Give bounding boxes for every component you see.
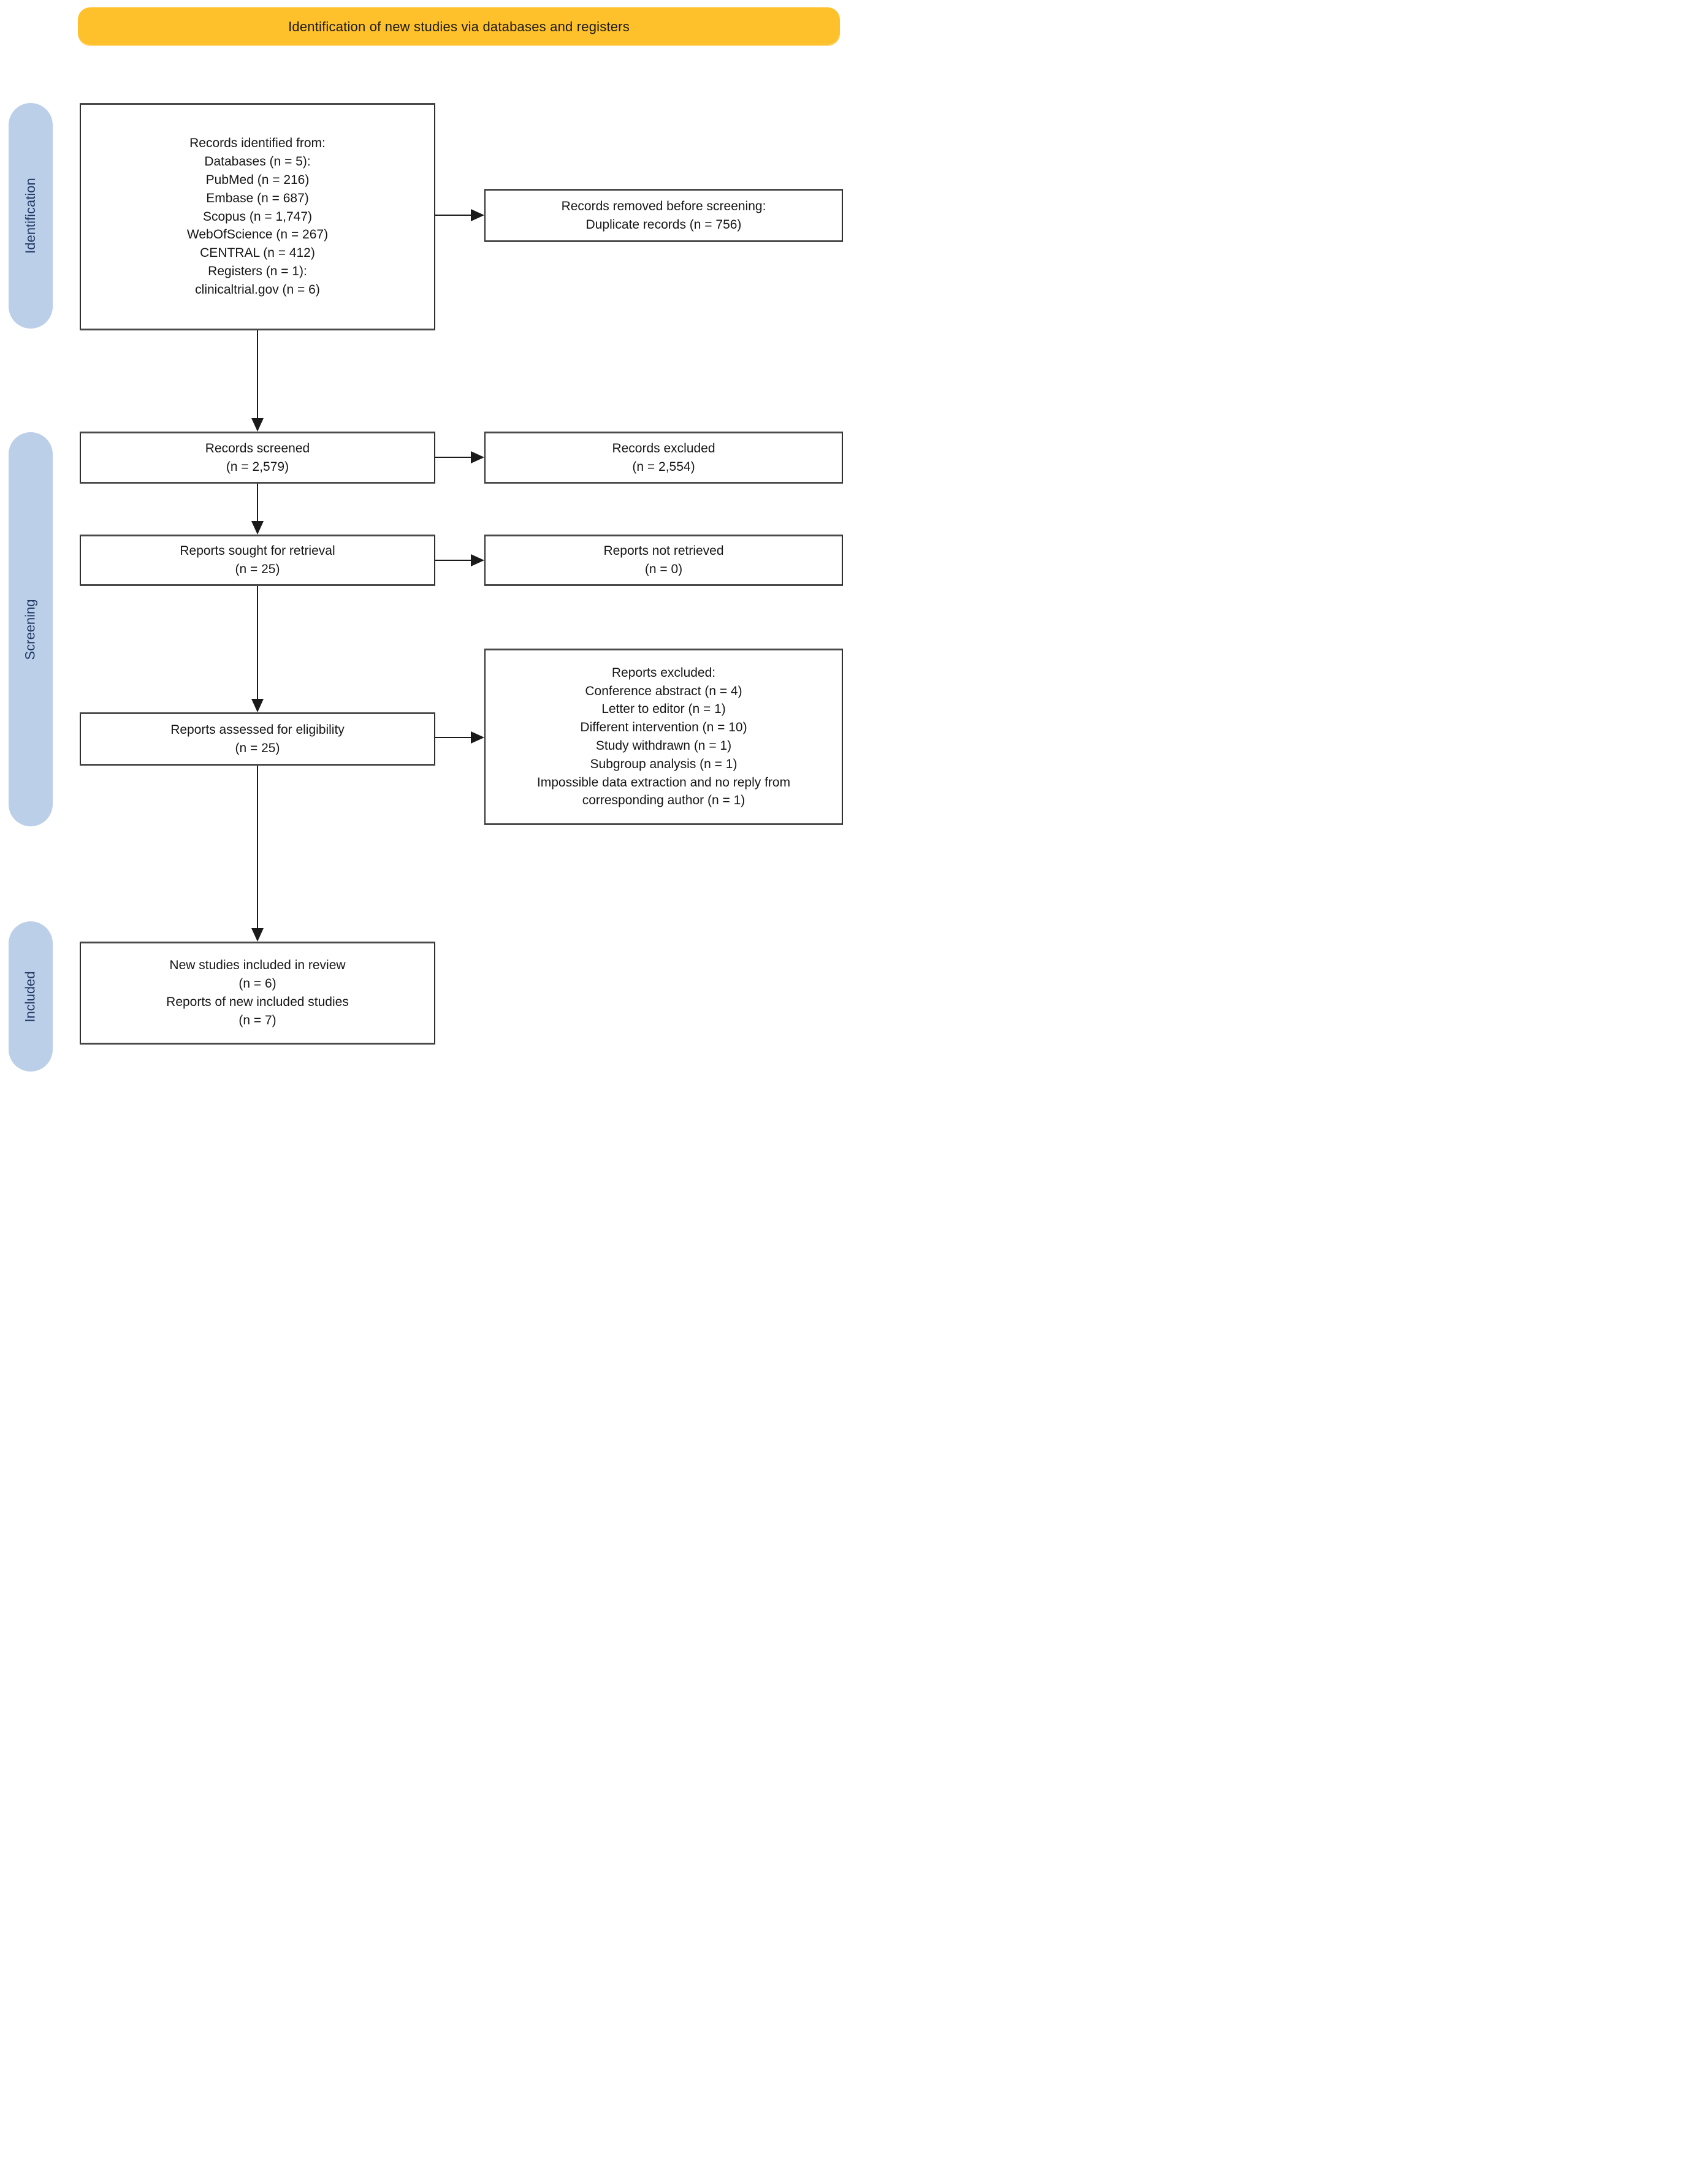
- box-reports-not-retrieved: Reports not retrieved (n = 0): [484, 535, 843, 586]
- stage-label-screening-text: Screening: [23, 598, 39, 660]
- box-reports-assessed: Reports assessed for eligibility (n = 25…: [80, 712, 435, 766]
- banner-title: Identification of new studies via databa…: [288, 18, 630, 34]
- box-line: CENTRAL (n = 412): [200, 246, 315, 261]
- stage-label-identification-text: Identification: [23, 178, 38, 254]
- box-line: Letter to editor (n = 1): [601, 702, 726, 717]
- box-new-studies-included: New studies included in review (n = 6) R…: [80, 942, 435, 1045]
- box-line: Impossible data extraction and no reply …: [536, 775, 791, 808]
- box-line: Reports sought for retrieval: [180, 544, 335, 558]
- box-line: Records identified from:: [189, 136, 326, 151]
- stage-label-included: Included: [9, 921, 53, 1072]
- box-reports-excluded: Reports excluded: Conference abstract (n…: [484, 649, 843, 825]
- box-line: Reports not retrieved: [603, 544, 724, 558]
- box-line: (n = 25): [235, 741, 280, 755]
- box-line: (n = 0): [644, 562, 683, 576]
- box-line: Subgroup analysis (n = 1): [590, 756, 738, 771]
- box-line: Different intervention (n = 10): [580, 720, 747, 735]
- stage-label-identification: Identification: [9, 103, 53, 329]
- box-line: PubMed (n = 216): [205, 172, 310, 187]
- box-line: (n = 2,554): [632, 459, 695, 474]
- box-line: (n = 2,579): [226, 459, 289, 474]
- box-line: clinicaltrial.gov (n = 6): [195, 282, 320, 297]
- box-line: Reports of new included studies: [166, 995, 349, 1009]
- box-line: (n = 6): [238, 977, 276, 991]
- box-records-identified: Records identified from: Databases (n = …: [80, 103, 435, 330]
- box-reports-sought: Reports sought for retrieval (n = 25): [80, 535, 435, 586]
- box-line: Conference abstract (n = 4): [585, 684, 742, 698]
- box-line: (n = 25): [235, 562, 280, 576]
- box-line: (n = 7): [238, 1013, 276, 1027]
- box-line: Reports assessed for eligibility: [170, 722, 345, 737]
- box-line: Reports excluded:: [611, 665, 716, 680]
- box-line: Records screened: [205, 441, 310, 455]
- box-line: Study withdrawn (n = 1): [595, 739, 732, 753]
- box-line: Registers (n = 1):: [208, 264, 307, 279]
- box-records-removed: Records removed before screening: Duplic…: [484, 189, 843, 242]
- box-line: Records excluded: [612, 441, 715, 455]
- box-line: Records removed before screening:: [561, 199, 766, 213]
- box-line: Scopus (n = 1,747): [202, 209, 313, 224]
- box-line: WebOfScience (n = 267): [186, 227, 329, 242]
- box-line: Databases (n = 5):: [204, 154, 311, 169]
- banner: Identification of new studies via databa…: [78, 7, 840, 46]
- prisma-flow-diagram: Identification of new studies via databa…: [0, 0, 854, 1084]
- stage-label-included-text: Included: [23, 970, 38, 1023]
- box-line: Embase (n = 687): [206, 191, 309, 205]
- stage-label-screening: Screening: [9, 432, 53, 826]
- box-records-screened: Records screened (n = 2,579): [80, 432, 435, 484]
- box-line: Duplicate records (n = 756): [585, 217, 742, 232]
- box-records-excluded: Records excluded (n = 2,554): [484, 432, 843, 484]
- box-line: New studies included in review: [169, 958, 346, 973]
